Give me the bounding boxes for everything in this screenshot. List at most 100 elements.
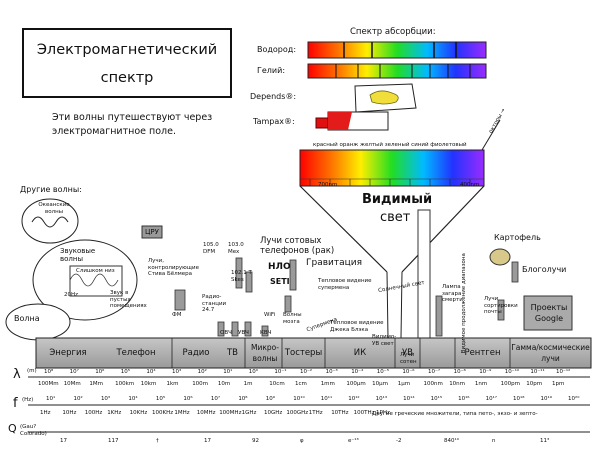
helium-spectrum [307,63,487,79]
lambda-exp-tick: 10⁶ [95,369,105,375]
q-tick: 92 [252,438,259,444]
seti-label: SETI [270,277,290,286]
intro-text: Эти волны путешествуют через электромагн… [52,112,213,137]
other-waves-heading: Другие волны: [20,185,82,194]
lambda-exp-tick: 10⁻³ [325,369,338,375]
band-tv: ТВ [226,348,239,358]
band-toasters: Тостеры [284,348,323,358]
lambda-exp-tick: 10⁻¹ [274,369,287,375]
freq-exp-tick: 10¹ [46,396,56,402]
band-phone: Телефон [116,348,156,358]
visible-strip [417,209,431,341]
shf-label: КВЧ [260,330,272,336]
lambda-unit: (m) [27,368,37,374]
f103-label: 103.0 Mex [228,242,244,255]
band-microwave: Микро-волны [251,343,279,363]
freq-name-tick: 1KHz [107,410,122,416]
freq-exp-tick: 10¹⁷ [485,396,497,402]
lambda-name-tick: 1mm [320,381,335,387]
spectrum-band [35,337,592,369]
q-tick: 17 [60,438,67,444]
lambda-name-tick: 10km [140,381,157,387]
wave-label: Волна [14,314,40,323]
freq-name-tick: 100Hz [84,410,103,416]
wifi-label: WiFi [264,312,276,318]
uv-visible-label: Видимо-УВ свет [372,334,397,347]
visible-spectrum-bar [299,119,501,339]
freq-name-tick: 100KHz [152,410,174,416]
hz-label: 20Hz [64,292,79,298]
freq-exp-tick: 10¹⁹ [540,396,552,402]
freq-exp-tick: 10⁴ [128,396,138,402]
f102-label: 102.1 T Skes [231,270,252,283]
fm-label: ФМ [172,312,182,318]
freq-name-tick: 10GHz [264,410,283,416]
helium-label: Гелий: [257,66,286,75]
q-tick: 117 [108,438,119,444]
band-uv: УВ [401,348,413,358]
ocean-label: Океанские волны [38,202,70,215]
lambda-exp-tick: 10⁻⁸ [453,369,466,375]
lambda-exp-tick: 10⁵ [120,369,131,375]
freq-name-tick: 1PHz [376,410,390,416]
freq-name-tick: 100THz [353,410,375,416]
ufo-label: НЛО [268,262,291,272]
freq-unit: (Hz) [22,397,34,403]
freq-exp-tick: 10¹² [348,396,360,402]
lambda-exp-tick: 10⁻¹¹ [530,369,545,375]
lambda-exp-tick: 10⁻⁵ [376,369,389,375]
band-energy: Энергия [49,348,87,358]
freq-exp-tick: 10⁷ [210,396,221,402]
rays-label: Лучи сотен [400,352,417,365]
freq-name-tick: 100MHz [219,410,242,416]
sound-wave-bubble [32,239,138,321]
q-tick: † [156,438,159,444]
q-tick: e⁻¹³ [348,438,359,444]
freq-label: f [13,396,18,411]
lambda-exp-tick: 10¹ [223,369,233,375]
freq-name-tick: 1THz [308,410,323,416]
title-line1: Электромагнетический [36,42,218,58]
lambda-exp-tick: 10² [197,369,207,375]
visible-strip-label: Видимое продолжение диапазона [460,253,467,354]
lambda-name-tick: 10μm [372,381,388,387]
lambda-exp-tick: 10⁻¹⁰ [504,369,520,375]
freq-exp-tick: 10¹⁵ [430,396,443,402]
q-tick: -2 [396,438,402,444]
sorting-label: Лучи сортировки почты [484,296,518,315]
freq-name-tick: 10THz [331,410,349,416]
freq-name-tick: 1Hz [40,410,51,416]
q-unit: (Gau? Colorado) [20,424,47,437]
lambda-name-tick: 100Mm [38,381,59,387]
cell-label: Лучи сотовых телефонов (рак) [260,236,335,256]
lambda-name-tick: 100nm [423,381,443,387]
lambda-exp-tick: 10³ [172,369,182,375]
freq-exp-tick: 10¹⁸ [513,396,525,402]
depends-label: Depends®: [250,92,297,101]
lambda-exp-tick: 10⁰ [248,369,259,375]
lambda-exp-tick: 10⁸ [44,369,54,375]
q-tick: 17 [204,438,211,444]
lambda-exp-tick: 10⁴ [146,369,156,375]
lambda-exp-tick: 10⁻² [300,369,313,375]
lambda-name-tick: 1m [243,381,253,387]
lambda-name-tick: 1km [166,381,179,387]
lambda-name-tick: 10Mm [63,381,81,387]
death-lamp-label: Лампа загара смерти [442,284,463,303]
google-box [523,295,573,331]
visible-title-2: свет [380,210,411,225]
freq-exp-tick: 10²⁰ [568,396,580,402]
thermal-super-label: Тепловое видение суперменa [318,278,372,291]
nm-right: 400nm [460,182,480,188]
freq-name-tick: 10Hz [62,410,77,416]
lambda-name-tick: 10nm [449,381,466,387]
mind-rays-label: Лучи, контролирующие Стива Бёлмера [148,258,199,277]
uhf-label: ОВЧ [220,330,232,336]
lambda-exp-tick: 10⁻⁷ [428,369,441,375]
lambda-label: λ [13,367,21,382]
too-low-label: Слишком низ [76,268,115,274]
gravity-label: Гравитация [306,258,363,268]
title-line2: спектр [100,70,154,86]
freq-name-tick: 10KHz [129,410,148,416]
lambda-exp-tick: 10⁻⁹ [479,369,492,375]
